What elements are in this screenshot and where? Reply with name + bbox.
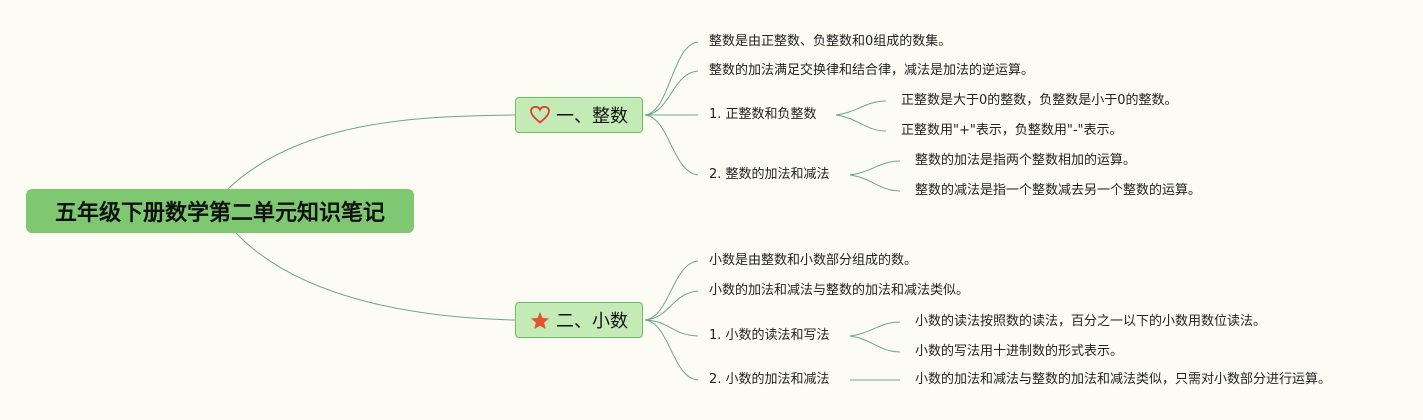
subtopic-label[interactable]: 2. 小数的加法和减法 [709,372,830,387]
topic-item[interactable]: 整数是由正整数、负整数和0组成的数集。 [709,34,952,49]
branch-label: 二、小数 [556,311,628,332]
branch-integers[interactable]: 一、整数 [515,97,643,133]
heart-outline-icon [530,106,550,124]
topic-item[interactable]: 小数是由整数和小数部分组成的数。 [709,253,918,268]
topic-item[interactable]: 小数的读法按照数的读法，百分之一以下的小数用数位读法。 [915,314,1267,329]
topic-item[interactable]: 整数的加法满足交换律和结合律，减法是加法的逆运算。 [709,63,1035,78]
branch-label: 一、整数 [556,106,628,127]
topic-item[interactable]: 小数的写法用十进制数的形式表示。 [915,344,1124,359]
subtopic-label[interactable]: 1. 正整数和负整数 [709,107,817,122]
topic-item[interactable]: 整数的减法是指一个整数减去另一个整数的运算。 [915,183,1202,198]
topic-item[interactable]: 小数的加法和减法与整数的加法和减法类似。 [709,283,970,298]
topic-item[interactable]: 正整数是大于0的整数，负整数是小于0的整数。 [901,93,1178,108]
root-label: 五年级下册数学第二单元知识笔记 [54,201,385,226]
branch-decimals[interactable]: 二、小数 [515,302,643,338]
topic-item[interactable]: 正整数用"+"表示，负整数用"-"表示。 [901,123,1123,138]
subtopic-label[interactable]: 2. 整数的加法和减法 [709,167,830,182]
root-topic[interactable]: 五年级下册数学第二单元知识笔记 [26,189,414,233]
star-icon [530,311,550,330]
topic-item[interactable]: 小数的加法和减法与整数的加法和减法类似，只需对小数部分进行运算。 [915,372,1332,387]
topic-item[interactable]: 整数的加法是指两个整数相加的运算。 [915,153,1137,168]
subtopic-label[interactable]: 1. 小数的读法和写法 [709,328,830,343]
